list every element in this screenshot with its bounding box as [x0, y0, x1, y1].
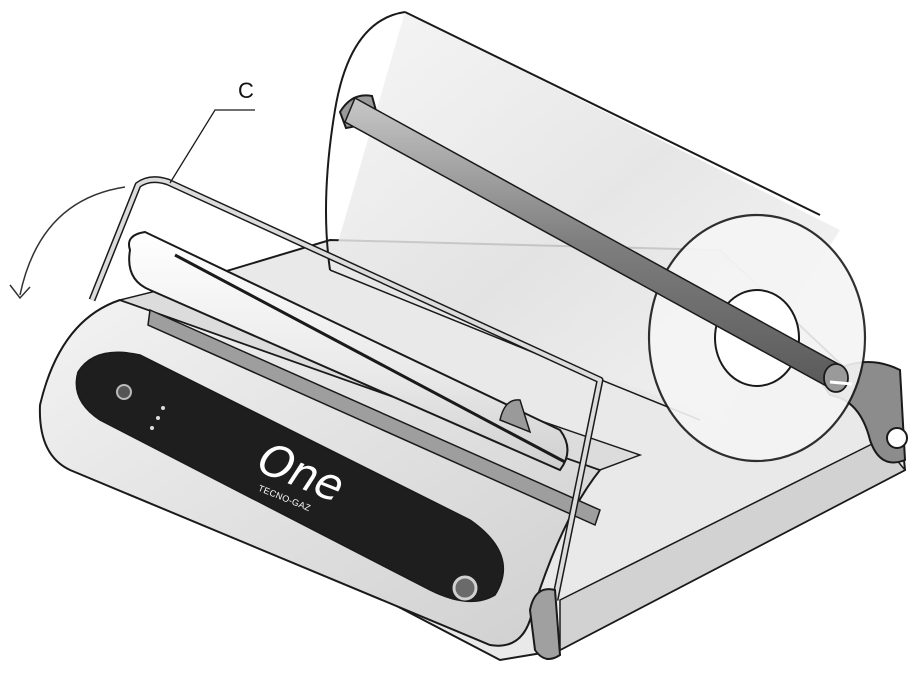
indicator-light-1 — [161, 406, 165, 410]
indicator-light-2 — [156, 416, 160, 420]
indicator-light-3 — [150, 426, 154, 430]
handle-bail — [88, 176, 604, 660]
callout-leader-icon — [169, 109, 255, 184]
roll-rod — [344, 96, 853, 393]
sealing-bar — [128, 230, 601, 527]
power-button[interactable] — [116, 384, 132, 400]
seal-button[interactable] — [452, 575, 478, 601]
control-panel: One TECNO-GAZ — [75, 351, 504, 603]
callout-label: C — [238, 78, 254, 103]
rotation-arrow-icon — [9, 186, 126, 300]
